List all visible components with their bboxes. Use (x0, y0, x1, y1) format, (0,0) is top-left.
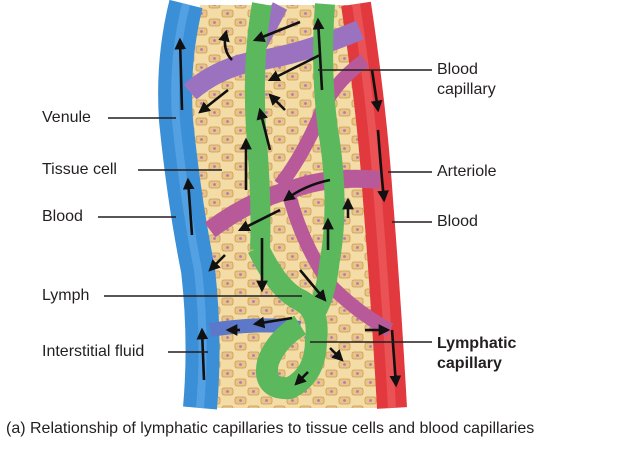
arrow (389, 329, 402, 388)
arrow (283, 178, 331, 202)
arrow (312, 17, 325, 91)
arrow (294, 371, 309, 386)
leader-lines (98, 69, 432, 353)
label-lymphatic-capillary-line2: capillary (437, 355, 502, 372)
arrow (370, 69, 383, 113)
arrow (182, 177, 195, 236)
figure-caption: (a) Relationship of lymphatic capillarie… (6, 420, 535, 437)
label-venule: Venule (42, 109, 91, 126)
arrow (174, 37, 187, 111)
arrow (376, 129, 389, 203)
arrow (198, 88, 229, 114)
label-lymphatic-capillary-line1: Lymphatic (437, 335, 517, 352)
label-arteriole: Arteriole (437, 163, 497, 180)
label-blood-capillary-line1: Blood (437, 61, 478, 78)
arrow (256, 107, 272, 151)
label-interstitial-fluid: Interstitial fluid (42, 343, 145, 360)
arrow (252, 20, 301, 42)
label-tissue-cell: Tissue cell (42, 161, 117, 178)
label-blood-left: Blood (42, 208, 83, 225)
arrow (237, 208, 281, 232)
arrow (252, 316, 293, 329)
arrow (196, 327, 209, 381)
label-blood-capillary-line2: capillary (437, 81, 496, 98)
arrow (218, 29, 233, 61)
arrow (299, 269, 327, 302)
arrow (208, 254, 226, 272)
label-blood-right: Blood (437, 213, 478, 230)
arrow (329, 347, 344, 362)
label-lymph: Lymph (42, 287, 90, 304)
arrow (267, 53, 321, 82)
arrow (268, 93, 286, 111)
flow-arrows (174, 17, 402, 388)
